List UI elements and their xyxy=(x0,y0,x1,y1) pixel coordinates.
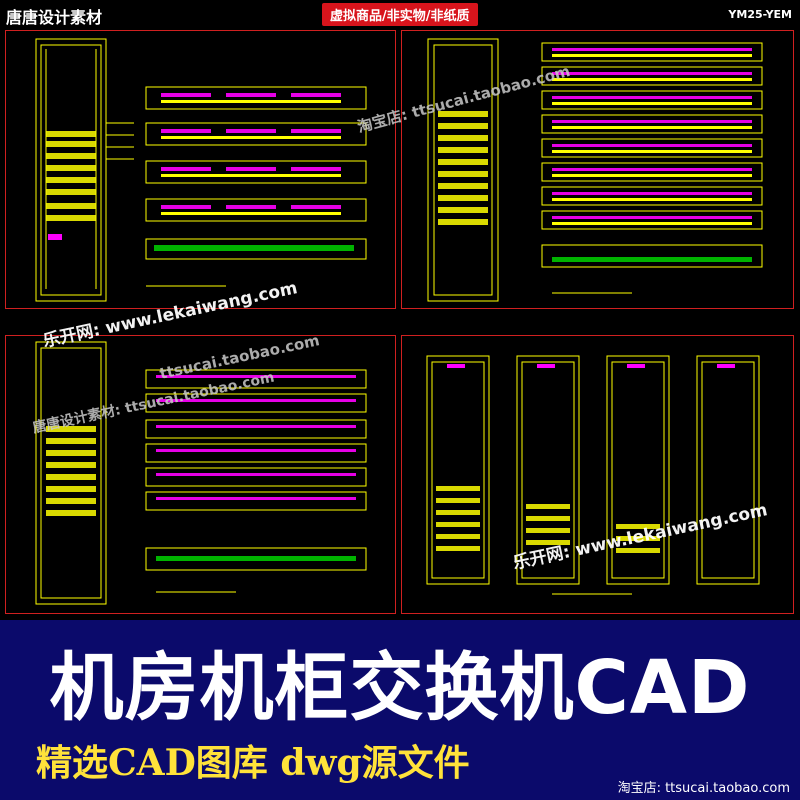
cad-sheet-top-right xyxy=(401,30,794,309)
cad-sheet-bottom-right xyxy=(401,335,794,614)
cabinet-elevations-drawing xyxy=(426,355,760,595)
banner-subtitle: 精选CAD图库 dwg源文件 xyxy=(36,742,470,784)
header-bar: 唐唐设计素材 虚拟商品/非实物/非纸质 YM25-YEM xyxy=(0,0,800,28)
banner-title: 机房机柜交换机CAD xyxy=(49,645,751,731)
cad-sheet-bottom-left xyxy=(5,335,396,614)
virtual-goods-badge: 虚拟商品/非实物/非纸质 xyxy=(322,3,478,26)
cad-sheet-top-left xyxy=(5,30,396,309)
switch-rack-drawing xyxy=(427,38,763,302)
cabinet-drawing xyxy=(35,38,367,302)
network-cabinet-drawing xyxy=(35,341,367,605)
title-banner xyxy=(0,620,800,800)
banner-shop-label: 淘宝店: ttsucai.taobao.com xyxy=(617,781,790,796)
brand-label: 唐唐设计素材 xyxy=(6,8,103,27)
product-code: YM25-YEM xyxy=(728,8,792,21)
